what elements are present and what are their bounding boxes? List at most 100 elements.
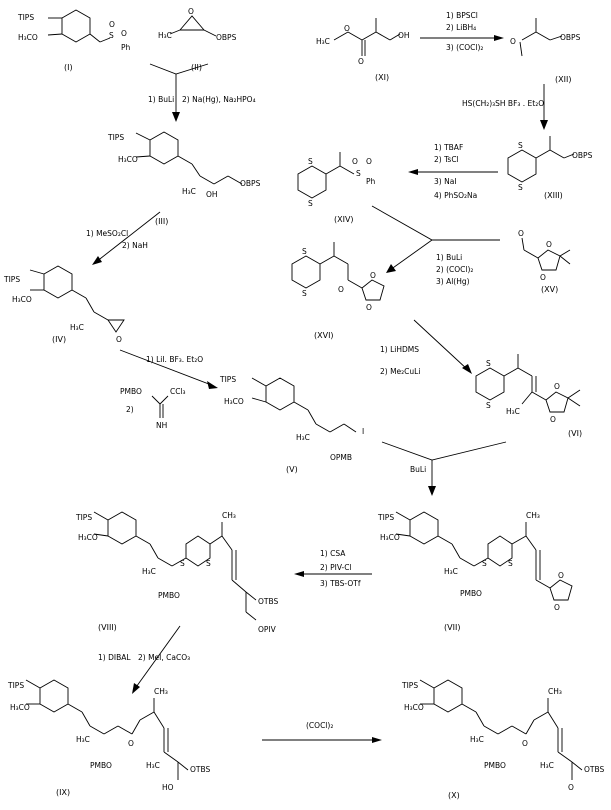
step-condition: 3) NaI xyxy=(434,177,457,186)
methyl-label: CH₃ xyxy=(222,511,236,520)
methyl-label: H₃C xyxy=(158,31,172,40)
compound-XI: H₃C O O OH (XI) xyxy=(316,18,410,82)
arrow-VIII-to-IX: 1) DIBAL 2) MeI, CaCO₃ xyxy=(98,625,190,694)
phenyl-label: Ph xyxy=(366,177,376,186)
aldehyde-oxygen-label: O xyxy=(510,37,516,46)
compound-label: (X) xyxy=(448,791,460,800)
arrow-III-to-IV: 1) MeSO₂Cl 2) NaH xyxy=(86,211,161,265)
step-condition: 2) MeI, CaCO₃ xyxy=(138,653,190,662)
tips-label: TIPS xyxy=(75,513,92,522)
compound-label: (XII) xyxy=(555,75,571,84)
compound-XV: O O O (XV) xyxy=(518,229,571,294)
arrow-XIV-XV-to-XVI: 1) BuLi 2) (COCl)₂ 3) Al(Hg) xyxy=(371,205,500,286)
pmbo-label: PMBO xyxy=(90,761,112,770)
sulfur-label: S xyxy=(486,401,491,410)
step-condition: 4) PhSO₂Na xyxy=(434,191,477,200)
sulfur-label: S xyxy=(302,289,307,298)
oxygen-label: O xyxy=(558,571,564,580)
compound-label: (XIII) xyxy=(544,191,563,200)
sulfur-label: S xyxy=(482,559,487,568)
tips-label: TIPS xyxy=(377,513,394,522)
opiv-label: OPIV xyxy=(258,625,277,634)
sulfur-label: S xyxy=(308,199,313,208)
arrow-I-II-to-III: 1) BuLi 2) Na(Hg), Na₂HPO₄ xyxy=(148,63,256,122)
tips-label: TIPS xyxy=(3,275,20,284)
methoxy-label: H₃CO xyxy=(12,295,32,304)
compound-XII: O OBPS (XII) xyxy=(510,18,581,84)
otbs-label: OTBS xyxy=(258,597,278,606)
methyl-label: H₃C xyxy=(146,761,160,770)
compound-label: (IX) xyxy=(56,788,70,797)
opmb-label: OPMB xyxy=(330,453,352,462)
step-condition: 2) (COCl)₂ xyxy=(436,265,473,274)
methyl-label: H₃C xyxy=(182,187,196,196)
sulfur-label: S xyxy=(486,359,491,368)
compound-XVI: S S O O O (XVI) xyxy=(291,242,385,340)
step-condition: 1) LiHDMS xyxy=(380,345,419,354)
methyl-label: H₃C xyxy=(506,407,520,416)
oxygen-label: O xyxy=(554,382,560,391)
methoxy-label: H₃CO xyxy=(78,533,98,542)
tips-label: TIPS xyxy=(401,681,418,690)
arrow-XI-to-XII: 1) BPSCl 2) LiBH₄ 3) (COCl)₂ xyxy=(420,11,504,52)
hydroxyl-label: OH xyxy=(206,190,218,199)
step-condition: 2) Me₂CuLi xyxy=(380,367,420,376)
methyl-label: H₃C xyxy=(296,433,310,442)
compound-label: (III) xyxy=(155,217,168,226)
step-condition: 2) TsCl xyxy=(434,155,459,164)
otbs-label: OTBS xyxy=(584,765,604,774)
sulfur-label: S xyxy=(518,183,523,192)
methyl-label: CH₃ xyxy=(526,511,540,520)
step-condition: 1) CSA xyxy=(320,549,346,558)
otbs-label: OTBS xyxy=(190,765,210,774)
compound-label: (XIV) xyxy=(334,215,354,224)
compound-label: (I) xyxy=(64,63,73,72)
sulfur-label: S xyxy=(508,559,513,568)
phenyl-label: Ph xyxy=(121,43,131,52)
obps-label: OBPS xyxy=(560,33,581,42)
oxygen-label: O xyxy=(188,7,194,16)
arrow-VII-to-VIII: 1) CSA 2) PIV-Cl 3) TBS-OTf xyxy=(294,549,372,588)
methyl-label: H₃C xyxy=(444,567,458,576)
compound-V: TIPS H₃CO H₃C I OPMB (V) xyxy=(219,375,364,474)
step-condition: 2) NaH xyxy=(122,241,148,250)
arrow-XVI-to-VI: 1) LiHDMS 2) Me₂CuLi xyxy=(380,319,472,376)
compound-IX: TIPS H₃CO H₃C CH₃ O PMBO H₃C OTBS HO (IX… xyxy=(7,679,210,797)
oxygen-label: O xyxy=(121,29,127,38)
step-condition: 2) PIV-Cl xyxy=(320,563,352,572)
tips-label: TIPS xyxy=(7,681,24,690)
methoxy-label: H₃CO xyxy=(380,533,400,542)
arrow-XIII-to-XIV: 1) TBAF 2) TsCl 3) NaI 4) PhSO₂Na xyxy=(408,143,498,200)
compound-label: (IV) xyxy=(52,335,66,344)
compound-I: TIPS H₃CO S O O Ph (I) xyxy=(17,9,131,72)
compound-label: (VI) xyxy=(568,429,582,438)
compound-VI: S S H₃C O O (VI) xyxy=(475,354,582,438)
compound-label: (VIII) xyxy=(98,623,117,632)
step-condition: HS(CH₂)₃SH BF₃ . Et₂O xyxy=(462,99,544,108)
compound-VII: TIPS H₃CO H₃C CH₃ S S PMBO O O (VII) xyxy=(377,511,573,632)
arrow-IV-to-V: 1) LiI. BF₃. Et₂O xyxy=(119,349,218,389)
pmbo-label: PMBO xyxy=(484,761,506,770)
sulfur-label: S xyxy=(308,157,313,166)
sulfur-label: S xyxy=(518,141,523,150)
aldehyde-oxygen-label: O xyxy=(568,783,574,792)
methyl-label: H₃C xyxy=(70,323,84,332)
oxygen-label: O xyxy=(352,157,358,166)
step-condition: 1) TBAF xyxy=(434,143,463,152)
ketone-oxygen-label: O xyxy=(338,285,344,294)
compound-X: TIPS H₃CO H₃C CH₃ O PMBO H₃C OTBS O (X) xyxy=(401,679,604,800)
pmbo-label: PMBO xyxy=(460,589,482,598)
sulfur-label: S xyxy=(180,559,185,568)
step-condition: 3) Al(Hg) xyxy=(436,277,470,286)
obps-label: OBPS xyxy=(216,33,237,42)
aldehyde-oxygen-label: O xyxy=(518,229,524,238)
methyl-ester-label: H₃C xyxy=(316,37,330,46)
pmbo-label: PMBO xyxy=(158,591,180,600)
methyl-label: H₃C xyxy=(142,567,156,576)
carbonyl-oxygen-label: O xyxy=(358,57,364,66)
sulfur-label: S xyxy=(109,31,114,40)
oxygen-label: O xyxy=(370,271,376,280)
trichloromethyl-label: CCl₃ xyxy=(170,387,186,396)
step-condition: BuLi xyxy=(410,465,426,474)
